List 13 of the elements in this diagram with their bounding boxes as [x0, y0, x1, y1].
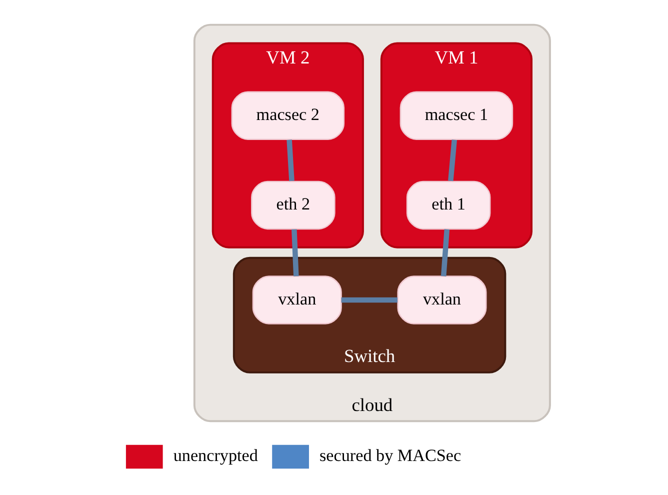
node-box: eth 1: [406, 180, 491, 230]
node-box: macsec 1: [400, 90, 514, 140]
node-box: vxlan: [252, 275, 342, 324]
connector: [286, 139, 294, 181]
connector: [448, 139, 457, 181]
legend-label: secured by MACSec: [320, 446, 462, 465]
connector: [440, 228, 450, 276]
legend-label: unencrypted: [173, 446, 258, 465]
node-box: vxlan: [397, 275, 487, 324]
connector: [292, 228, 299, 276]
node-box: eth 2: [251, 180, 336, 230]
connector: [341, 296, 398, 302]
node-box: macsec 2: [231, 90, 345, 140]
